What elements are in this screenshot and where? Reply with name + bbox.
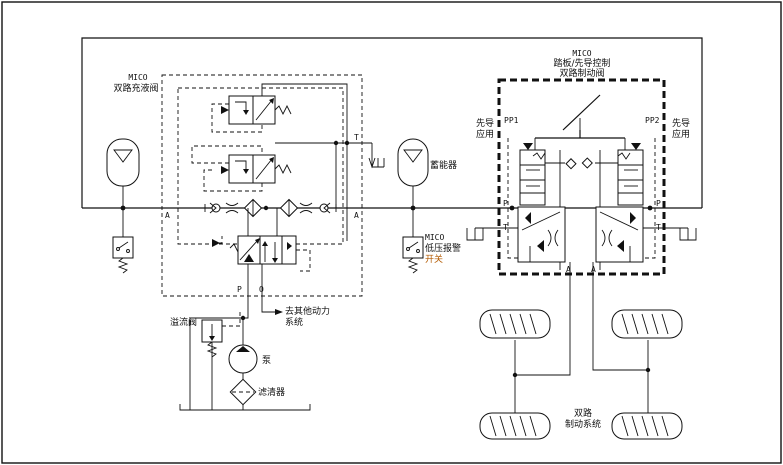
other-power-line2: 系统 [285, 316, 303, 328]
other-power-line1: 去其他动力 [285, 305, 330, 317]
left-pressure-switch [112, 208, 134, 274]
port-p-right: P [656, 199, 661, 208]
main-line-components [204, 198, 337, 218]
port-t-left: T [503, 223, 508, 232]
port-o-charge: O [259, 285, 264, 294]
lower-priority-valve [191, 145, 292, 192]
brake-valve-line2: 双路制动阀 [559, 67, 604, 79]
port-a-left-outer: A [165, 211, 170, 220]
brake-lines [512, 262, 651, 418]
brake-wheel-bottom-right [611, 412, 683, 440]
upper-priority-valve [211, 95, 292, 133]
charge-valve-brand: MICO [128, 73, 147, 82]
pilot-right-line2: 应用 [672, 128, 690, 140]
port-p-charge: P [237, 285, 242, 294]
charge-main-valve [212, 208, 311, 296]
pilot-left-line1: 先导 [476, 117, 494, 129]
brake-valve-group [497, 78, 666, 276]
dual-brake-line1: 双路 [574, 407, 592, 419]
port-a-left-inner: A [354, 211, 359, 220]
brake-wheel-top-right [611, 309, 683, 339]
accumulator-label: 蓄能器 [430, 159, 457, 171]
port-t-charge: T [354, 133, 359, 142]
port-pp2: PP2 [645, 116, 660, 125]
brake-wheel-bottom-left [479, 412, 551, 440]
tank-symbols [466, 227, 697, 241]
port-p-left: P [503, 199, 508, 208]
middle-accumulator [397, 138, 429, 211]
dual-brake-line2: 制动系统 [565, 418, 601, 430]
charge-valve-name: 双路充液阀 [113, 82, 158, 94]
low-pressure-line2: 开关 [425, 253, 443, 265]
brake-valve-brand: MICO [572, 49, 591, 58]
relief-valve-label: 溢流阀 [170, 316, 197, 328]
pilot-right-line1: 先导 [672, 117, 690, 129]
charge-valve-group [161, 74, 385, 297]
brake-valve-line1: 踏板/先导控制 [553, 57, 610, 69]
port-a-bottom-left: A [566, 265, 571, 274]
pump-circuit-lines [179, 296, 311, 411]
port-a-bottom-right: A [591, 265, 596, 274]
left-accumulator [106, 138, 140, 211]
filter [229, 378, 257, 406]
pilot-left-line2: 应用 [476, 128, 494, 140]
brake-wheel-top-left [479, 309, 551, 339]
low-pressure-switch [402, 208, 424, 274]
pump [228, 344, 258, 374]
port-t-right: T [656, 223, 661, 232]
low-pressure-line1: 低压报警 [425, 242, 461, 254]
pump-label: 泵 [262, 355, 271, 366]
low-pressure-brand: MICO [425, 233, 444, 242]
filter-label: 滤清器 [258, 386, 285, 398]
junction-dots [509, 205, 653, 211]
port-pp1: PP1 [504, 116, 519, 125]
